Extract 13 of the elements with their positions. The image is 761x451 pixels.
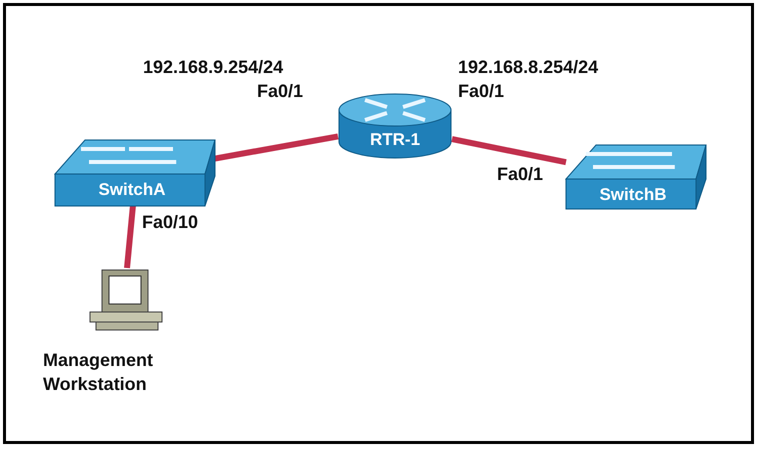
device-label: RTR-1 (368, 129, 422, 151)
device-label: SwitchA (97, 179, 167, 201)
device-caption: Management Workstation (43, 349, 154, 396)
interface-label: Fa0/1 (497, 164, 544, 185)
interface-label: Fa0/1 (257, 81, 304, 102)
interface-label: Fa0/1 (458, 81, 504, 102)
cable-line (124, 206, 136, 268)
ip-address-label: 192.168.8.254/24 (458, 57, 598, 78)
interface-label: Fa0/10 (142, 212, 198, 233)
cable-line (451, 136, 567, 166)
ip-address-label: 192.168.9.254/24 (143, 57, 284, 78)
cable-line (214, 133, 339, 162)
device-label: SwitchB (598, 184, 668, 206)
